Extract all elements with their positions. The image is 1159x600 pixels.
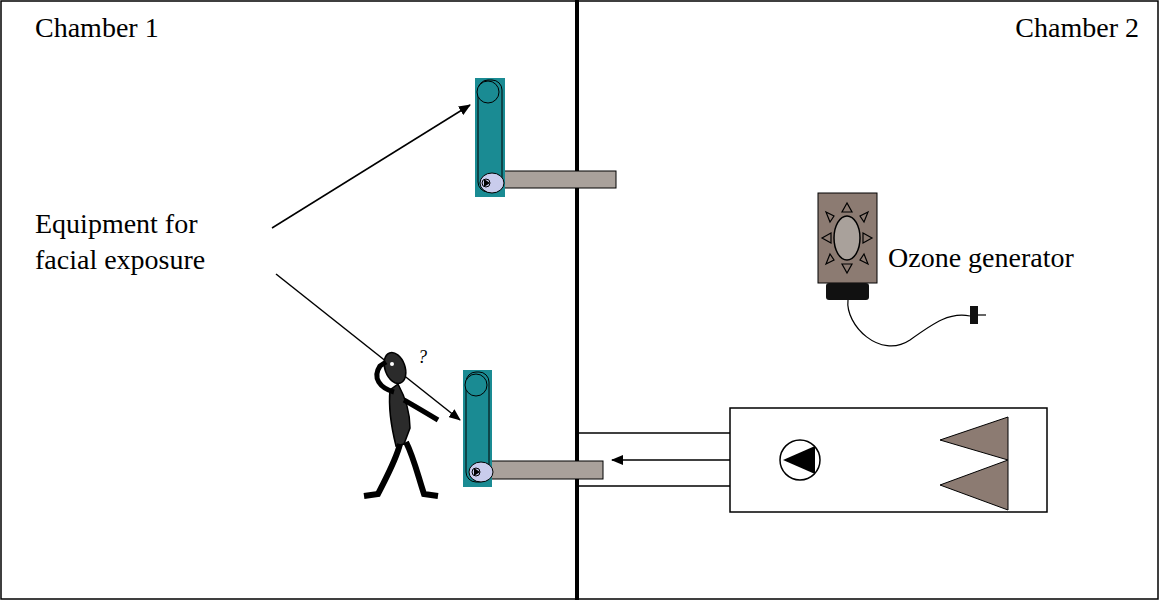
chamber-label: Chamber 1 [35,10,159,46]
exposure-device [463,370,603,487]
supply-duct [577,433,730,486]
leader-line [276,274,460,420]
exposure-device [475,78,616,197]
question-mark: ? [418,346,427,368]
air-handling-unit [730,408,1047,512]
chamber-label: Chamber 2 [1015,10,1139,46]
leader-line [272,105,470,228]
equipment-label: Ozone generator [888,240,1074,276]
equipment-label: Equipment for facial exposure [35,206,250,278]
wall [575,0,579,600]
person-figure [364,350,438,496]
